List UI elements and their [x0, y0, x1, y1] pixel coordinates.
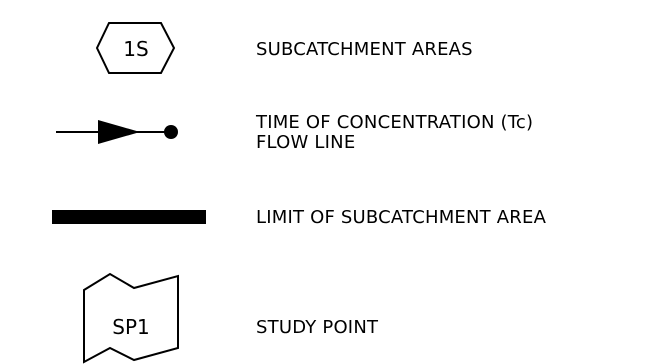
limit-bar-symbol [52, 210, 208, 226]
subcatchment-areas-label: SUBCATCHMENT AREAS [256, 39, 473, 60]
subcatchment-hexagon-symbol: 1S [95, 22, 176, 74]
limit-of-subcatchment-label: LIMIT OF SUBCATCHMENT AREA [256, 207, 547, 228]
tc-label-line-1: TIME OF CONCENTRATION (Tc) [256, 112, 534, 133]
end-dot-icon [164, 125, 178, 139]
study-point-flag-icon [83, 272, 179, 364]
hexagon-icon [95, 22, 176, 74]
study-point-symbol-text: SP1 [112, 315, 149, 339]
thick-bar-icon [52, 210, 206, 224]
study-point-symbol: SP1 [82, 272, 182, 364]
tc-flow-line-symbol [56, 118, 184, 148]
tc-flow-line-label: TIME OF CONCENTRATION (Tc) FLOW LINE [256, 113, 533, 153]
tc-label-line-2: FLOW LINE [256, 132, 356, 153]
study-point-label: STUDY POINT [256, 317, 379, 338]
subcatchment-symbol-text: 1S [123, 37, 148, 61]
arrow-icon [98, 120, 140, 144]
